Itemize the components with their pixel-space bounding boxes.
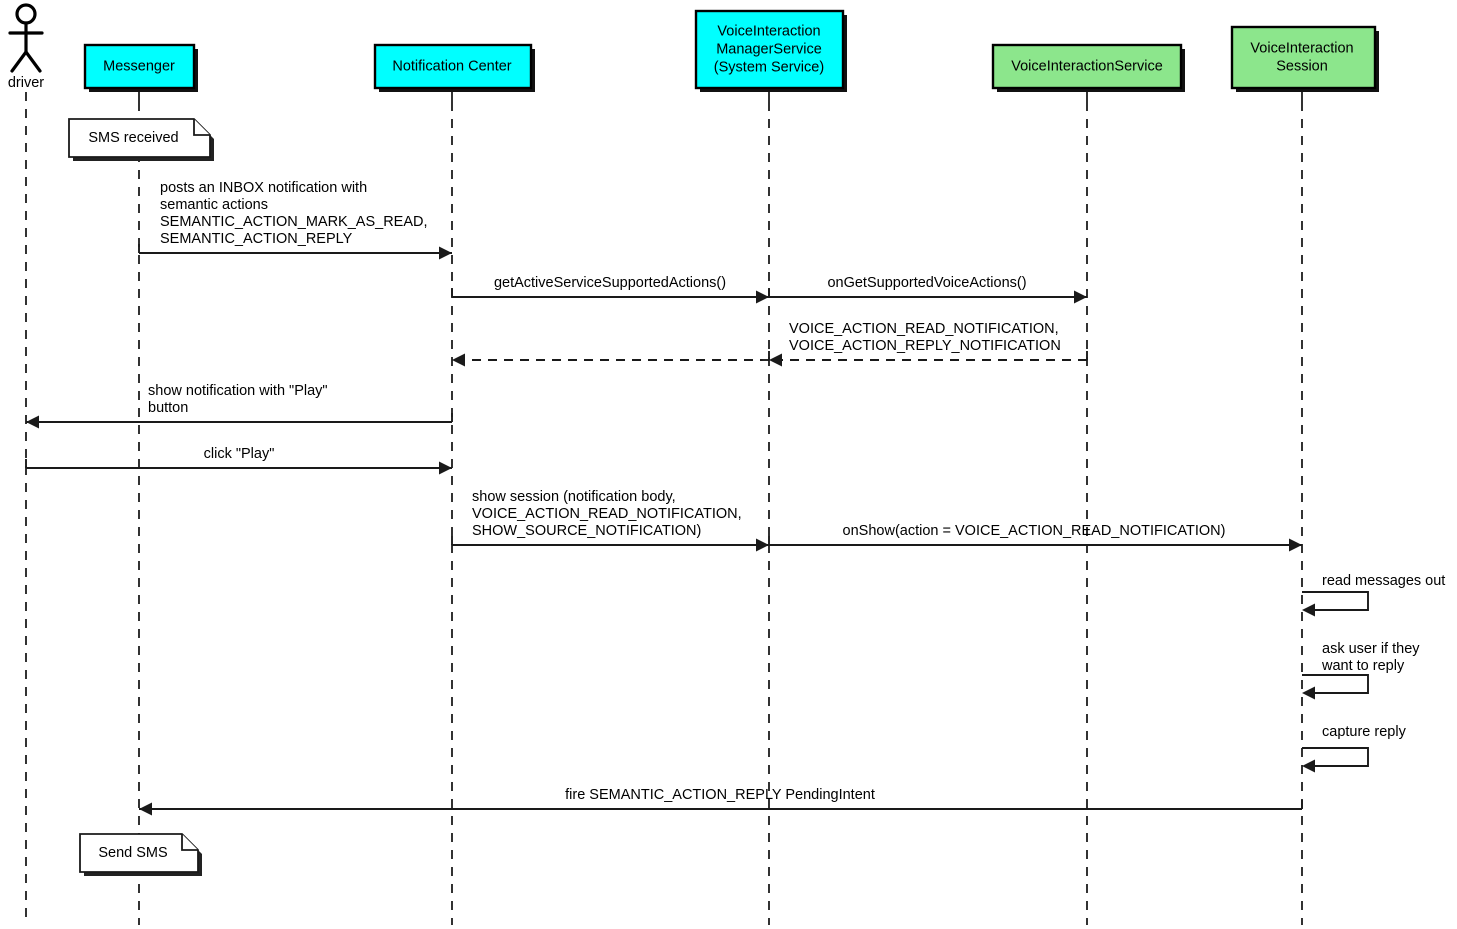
message-msg-get-active-service-supported-actions[interactable]: getActiveServiceSupportedActions() [451, 275, 769, 304]
message-label-msg-on-get-supported-voice-actions: onGetSupportedVoiceActions() [827, 275, 1026, 291]
message-msg-post-inbox-notification[interactable]: posts an INBOX notification withsemantic… [138, 180, 452, 260]
note-fold-icon-note-send-sms [181, 834, 198, 851]
message-label-msg-show-session: show session (notification body, [472, 489, 676, 505]
self-message-label-self-read-messages-out: read messages out [1322, 573, 1445, 589]
message-arrowhead-msg-fire-semantic-action-reply-pending-intent [139, 802, 152, 816]
message-arrowhead-msg-on-show [1289, 538, 1302, 552]
note-body-note-send-sms [79, 833, 199, 873]
participant-voice-interaction-service[interactable]: VoiceInteractionService [991, 43, 1185, 92]
lifelines-layer [25, 88, 1303, 925]
participants-layer: Messenger Notification Center VoiceInterac… [83, 9, 1379, 92]
message-label-msg-fire-semantic-action-reply-pending-intent: fire SEMANTIC_ACTION_REPLY PendingIntent [565, 787, 875, 803]
message-label-msg-post-inbox-notification: posts an INBOX notification with [160, 180, 367, 196]
participant-messenger[interactable]: Messenger [83, 43, 198, 92]
note-body-note-sms-received [68, 118, 211, 158]
message-arrowhead-msg-on-get-supported-voice-actions [1074, 290, 1087, 304]
message-msg-show-session[interactable]: show session (notification body,VOICE_AC… [451, 489, 769, 552]
note-note-send-sms: Send SMS [79, 833, 202, 876]
participant-box-voice-interaction-session[interactable] [1230, 25, 1377, 90]
message-label-msg-show-session: SHOW_SOURCE_NOTIFICATION) [472, 523, 701, 539]
message-label-msg-show-session: VOICE_ACTION_READ_NOTIFICATION, [472, 506, 742, 522]
message-label-msg-post-inbox-notification: SEMANTIC_ACTION_REPLY [160, 231, 353, 247]
participant-notification-center[interactable]: Notification Center [373, 43, 535, 92]
message-label-msg-show-notification-with-play-button: button [148, 400, 188, 416]
self-message-path-self-read-messages-out [1302, 591, 1369, 611]
actor-leg-left-icon [10, 50, 28, 73]
note-label-note-send-sms: Send SMS [98, 845, 167, 861]
participant-label-voice-interaction-manager-service: ManagerService [716, 41, 822, 57]
message-label-msg-return-supported-actions-to-vims: VOICE_ACTION_READ_NOTIFICATION, [789, 321, 1059, 337]
note-fold-icon-note-sms-received [193, 119, 210, 136]
message-arrowhead-msg-post-inbox-notification [439, 246, 452, 260]
participant-label-notification-center: Notification Center [392, 58, 511, 74]
self-message-label-self-ask-user-if-they-want-to-reply: ask user if they [1322, 641, 1420, 657]
self-message-label-self-capture-reply: capture reply [1322, 724, 1407, 740]
actors-layer: driver [8, 3, 44, 91]
message-msg-return-supported-actions-to-notification-center[interactable] [452, 351, 770, 367]
participant-label-voice-interaction-service: VoiceInteractionService [1011, 58, 1163, 74]
participant-label-voice-interaction-session: VoiceInteraction [1250, 40, 1353, 56]
note-label-note-sms-received: SMS received [88, 130, 178, 146]
message-arrowhead-msg-return-supported-actions-to-notification-center [452, 353, 465, 367]
message-msg-show-notification-with-play-button[interactable]: show notification with "Play"button [26, 383, 453, 429]
message-msg-on-show[interactable]: onShow(action = VOICE_ACTION_READ_NOTIFI… [768, 523, 1302, 552]
self-message-path-self-ask-user-if-they-want-to-reply [1302, 674, 1369, 694]
participant-box-voice-interaction-service[interactable] [991, 43, 1183, 90]
participant-label-messenger: Messenger [103, 58, 175, 74]
participant-label-voice-interaction-session: Session [1276, 58, 1328, 74]
messages-layer: posts an INBOX notification withsemantic… [25, 180, 1303, 816]
self-message-self-read-messages-out[interactable]: read messages out [1302, 573, 1445, 617]
message-label-msg-post-inbox-notification: SEMANTIC_ACTION_MARK_AS_READ, [160, 214, 428, 230]
message-label-msg-click-play: click "Play" [204, 446, 275, 462]
note-note-sms-received: SMS received [68, 118, 214, 161]
participant-box-notification-center[interactable] [373, 43, 533, 90]
actor-leg-right-icon [24, 50, 42, 73]
self-message-self-capture-reply[interactable]: capture reply [1302, 724, 1407, 773]
message-arrowhead-msg-show-session [756, 538, 769, 552]
message-msg-fire-semantic-action-reply-pending-intent[interactable]: fire SEMANTIC_ACTION_REPLY PendingIntent [139, 787, 1303, 816]
message-msg-return-supported-actions-to-vims[interactable]: VOICE_ACTION_READ_NOTIFICATION,VOICE_ACT… [769, 321, 1088, 367]
participant-label-voice-interaction-manager-service: (System Service) [714, 59, 824, 75]
self-message-arrowhead-self-read-messages-out [1302, 603, 1315, 617]
actor-driver[interactable]: driver [8, 3, 44, 91]
message-label-msg-on-show: onShow(action = VOICE_ACTION_READ_NOTIFI… [843, 523, 1226, 539]
message-arrowhead-msg-show-notification-with-play-button [26, 415, 39, 429]
message-label-msg-post-inbox-notification: semantic actions [160, 197, 268, 213]
self-message-path-self-capture-reply [1302, 747, 1369, 767]
participant-label-voice-interaction-manager-service: VoiceInteraction [717, 23, 820, 39]
actor-head-icon [15, 3, 37, 25]
self-message-arrowhead-self-ask-user-if-they-want-to-reply [1302, 686, 1315, 700]
actor-label-driver: driver [8, 75, 44, 91]
self-message-label-self-ask-user-if-they-want-to-reply: want to reply [1321, 658, 1405, 674]
message-label-msg-get-active-service-supported-actions: getActiveServiceSupportedActions() [494, 275, 726, 291]
participant-box-messenger[interactable] [83, 43, 196, 90]
message-label-msg-show-notification-with-play-button: show notification with "Play" [148, 383, 328, 399]
self-message-arrowhead-self-capture-reply [1302, 759, 1315, 773]
message-arrowhead-msg-get-active-service-supported-actions [756, 290, 769, 304]
message-arrowhead-msg-click-play [439, 461, 452, 475]
participant-box-voice-interaction-manager-service[interactable] [694, 9, 845, 90]
message-msg-click-play[interactable]: click "Play" [25, 446, 452, 475]
message-label-msg-return-supported-actions-to-vims: VOICE_ACTION_REPLY_NOTIFICATION [789, 338, 1061, 354]
message-msg-on-get-supported-voice-actions[interactable]: onGetSupportedVoiceActions() [768, 275, 1087, 304]
message-arrowhead-msg-return-supported-actions-to-vims [769, 353, 782, 367]
